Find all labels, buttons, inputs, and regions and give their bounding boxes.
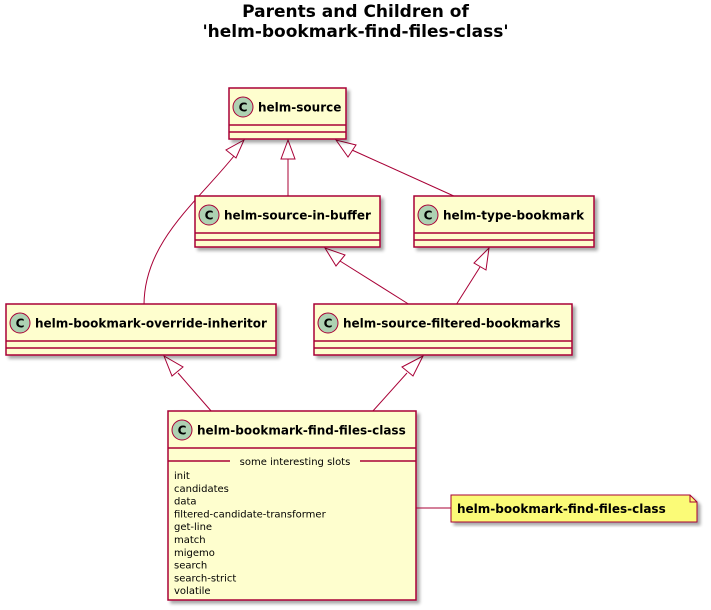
note-text: helm-bookmark-find-files-class: [457, 502, 666, 516]
slot-item: init: [174, 471, 190, 482]
class-helm-type-bookmark: C helm-type-bookmark: [413, 195, 595, 248]
class-helm-source: C helm-source: [228, 87, 347, 140]
edge-override-inheritor-to-helm-source: [143, 150, 239, 306]
slot-item: match: [174, 535, 206, 546]
svg-text:C: C: [178, 424, 187, 438]
slots-section-label: some interesting slots: [240, 457, 351, 468]
slot-item: candidates: [174, 484, 229, 495]
class-badge-icon: [198, 204, 220, 226]
slot-item: search-strict: [174, 573, 236, 584]
edge-filtered-bookmarks-to-type-bookmark: [455, 266, 481, 306]
svg-text:C: C: [239, 101, 248, 115]
svg-text:C: C: [424, 209, 433, 223]
diagram-title-line-1: Parents and Children of: [242, 2, 469, 22]
class-badge-icon: [417, 204, 439, 226]
arrowhead-filtered-to-type-bookmark: [473, 246, 490, 271]
arrowhead-type-bookmark: [334, 139, 357, 158]
class-badge-icon: [317, 312, 339, 334]
class-badge-icon: [9, 312, 31, 334]
arrowhead-filtered-to-in-buffer: [323, 247, 346, 267]
note-fold: [689, 495, 697, 503]
arrowhead-in-buffer: [280, 138, 296, 160]
class-helm-bookmark-find-files-class: C helm-bookmark-find-files-class some in…: [167, 410, 417, 601]
svg-text:C: C: [324, 317, 333, 331]
class-name: helm-bookmark-find-files-class: [197, 424, 406, 438]
class-helm-source-in-buffer: C helm-source-in-buffer: [194, 195, 381, 248]
slot-item: filtered-candidate-transformer: [174, 509, 327, 520]
arrowhead-find-files-to-override: [162, 354, 184, 377]
slot-item: data: [174, 497, 197, 508]
class-name: helm-bookmark-override-inheritor: [35, 317, 267, 331]
svg-text:C: C: [16, 317, 25, 331]
diagram-title: Parents and Children of 'helm-bookmark-f…: [0, 2, 711, 42]
class-badge-icon: [171, 419, 193, 441]
slot-item: get-line: [174, 522, 212, 533]
class-name: helm-type-bookmark: [443, 209, 585, 223]
note-box: [450, 494, 698, 523]
arrowhead-override-inheritor: [225, 138, 246, 159]
edge-find-files-class-to-override-inheritor: [177, 372, 213, 413]
edge-filtered-bookmarks-to-in-buffer: [339, 260, 411, 306]
class-name: helm-source-in-buffer: [224, 209, 371, 223]
svg-text:C: C: [205, 209, 214, 223]
class-helm-source-filtered-bookmarks: C helm-source-filtered-bookmarks: [313, 303, 573, 356]
class-name: helm-source: [258, 101, 341, 115]
slot-item: search: [174, 561, 207, 572]
arrowhead-find-files-to-filtered: [401, 354, 425, 377]
slot-item: volatile: [174, 586, 211, 597]
note: helm-bookmark-find-files-class: [416, 494, 698, 523]
diagram-title-line-2: 'helm-bookmark-find-files-class': [202, 22, 509, 42]
slot-list: init candidates datafiltered-candidate-tra…: [174, 471, 327, 597]
inheritance-edges: [143, 138, 490, 413]
edge-type-bookmark-to-helm-source: [351, 149, 457, 198]
class-badge-icon: [232, 96, 254, 118]
slot-item: migemo: [174, 548, 215, 559]
class-name: helm-source-filtered-bookmarks: [343, 317, 561, 331]
edge-find-files-class-to-filtered-bookmarks: [371, 372, 408, 413]
class-helm-bookmark-override-inheritor: C helm-bookmark-override-inheritor: [5, 303, 277, 356]
